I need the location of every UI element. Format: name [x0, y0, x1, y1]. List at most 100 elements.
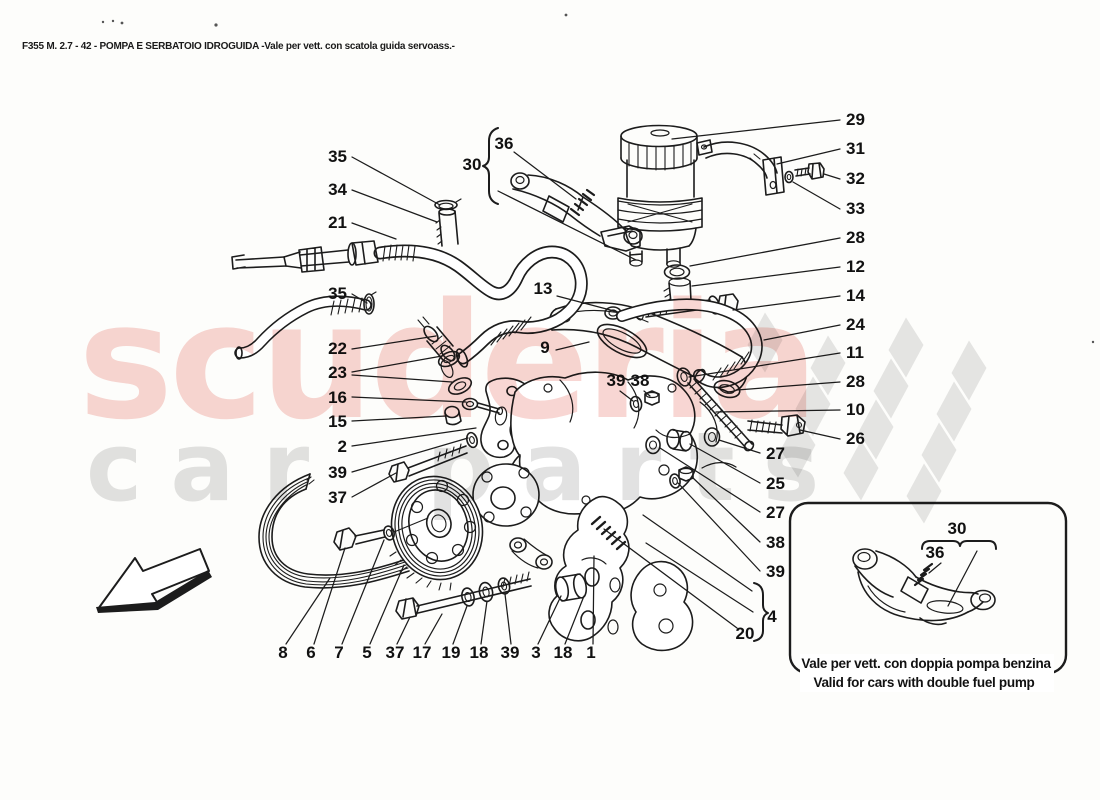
leader-line [671, 119, 841, 140]
callout-label-17: 17 [413, 643, 432, 662]
callout-label-20: 20 [736, 624, 755, 643]
leader-line [677, 482, 761, 572]
leader-line [351, 156, 441, 206]
leader-line [351, 437, 469, 473]
leader-line [715, 409, 841, 413]
callout-label-2: 2 [338, 437, 347, 456]
callout-label-24: 24 [846, 315, 865, 334]
spring-36-icon [569, 188, 596, 217]
callout-label-37: 37 [328, 488, 347, 507]
leader-line [313, 547, 346, 645]
callout-label-36: 36 [926, 543, 945, 562]
callout-label-22: 22 [328, 339, 347, 358]
callout-label-35: 35 [328, 147, 347, 166]
inset-spring-icon [913, 562, 934, 587]
scan-specks [101, 13, 1095, 344]
leader-line [691, 266, 841, 287]
callout-label-34: 34 [328, 180, 347, 199]
belt-drawing [258, 473, 410, 589]
callout-label-39: 39 [328, 463, 347, 482]
callout-label-14: 14 [846, 286, 865, 305]
inset-bracket-drawing [852, 548, 996, 626]
leader-line [369, 564, 405, 645]
callout-label-30: 30 [948, 519, 967, 538]
leader-line [592, 555, 595, 645]
leader-line [480, 600, 488, 645]
leader-line [736, 381, 841, 391]
leader-line [619, 390, 634, 402]
callout-label-32: 32 [846, 169, 865, 188]
leader-line [792, 181, 841, 210]
leader-line [513, 151, 577, 200]
callout-label-4: 4 [767, 607, 777, 626]
callout-label-9: 9 [540, 338, 549, 357]
callout-label-26: 26 [846, 429, 865, 448]
leader-line [351, 374, 453, 383]
callout-label-11: 11 [846, 343, 864, 362]
pump-body-drawing [472, 371, 737, 527]
leader-line [689, 443, 761, 484]
inset-brace-30 [921, 540, 997, 550]
callout-label-27: 27 [766, 503, 785, 522]
reservoir-drawing [600, 124, 703, 306]
callout-label-5: 5 [362, 643, 371, 662]
support-bracket-drawing [510, 172, 643, 245]
leader-line [504, 593, 512, 645]
leader-line [776, 148, 841, 165]
leader-line [351, 355, 443, 373]
leader-line [732, 295, 841, 311]
inset-caption-english: Valid for cars with double fuel pump [814, 675, 1035, 690]
leader-line [799, 429, 841, 440]
callout-label-35: 35 [328, 284, 347, 303]
leader-line [351, 427, 477, 447]
callout-label-19: 19 [442, 643, 461, 662]
callout-label-16: 16 [328, 388, 347, 407]
brace-4 [753, 582, 769, 642]
callout-label-39: 39 [766, 562, 785, 581]
leader-line [928, 562, 942, 574]
leader-line [351, 335, 437, 350]
callout-label-8: 8 [278, 643, 287, 662]
callout-label-15: 15 [328, 412, 347, 431]
callout-label-37: 37 [386, 643, 405, 662]
leader-line [643, 390, 651, 397]
drawing-title: F355 M. 2.7 - 42 - POMPA E SERBATOIO IDR… [22, 41, 455, 52]
leader-line [947, 550, 978, 607]
callout-label-3: 3 [531, 643, 540, 662]
leader-line [659, 447, 761, 513]
callout-label-28: 28 [846, 372, 865, 391]
leader-line [691, 476, 761, 543]
leader-line [763, 324, 841, 341]
leader-line [497, 190, 637, 261]
leader-line [688, 352, 841, 378]
leader-line [452, 605, 468, 645]
leader-line [823, 173, 841, 180]
leader-line [642, 514, 753, 592]
leader-line [351, 415, 447, 422]
strap-and-clamp-drawing [696, 139, 825, 196]
leader-line [351, 472, 397, 498]
leader-line [351, 396, 467, 403]
callout-label-29: 29 [846, 110, 865, 129]
callout-label-36: 36 [495, 134, 514, 153]
leader-line [396, 616, 411, 645]
callout-label-6: 6 [306, 643, 315, 662]
callout-label-13: 13 [534, 279, 553, 298]
callout-label-10: 10 [846, 400, 865, 419]
leader-line [603, 528, 738, 629]
leader-line [689, 237, 841, 267]
leader-line [351, 222, 397, 240]
callout-label-18: 18 [554, 643, 573, 662]
callout-label-23: 23 [328, 363, 347, 382]
callout-label-38: 38 [766, 533, 785, 552]
callout-label-12: 12 [846, 257, 865, 276]
leader-line [424, 613, 443, 645]
leader-line [645, 542, 754, 613]
leader-line [351, 293, 368, 304]
callout-label-25: 25 [766, 474, 785, 493]
callout-label-39: 39 [501, 643, 520, 662]
callout-label-39: 39 [607, 371, 626, 390]
leader-line [555, 341, 590, 351]
